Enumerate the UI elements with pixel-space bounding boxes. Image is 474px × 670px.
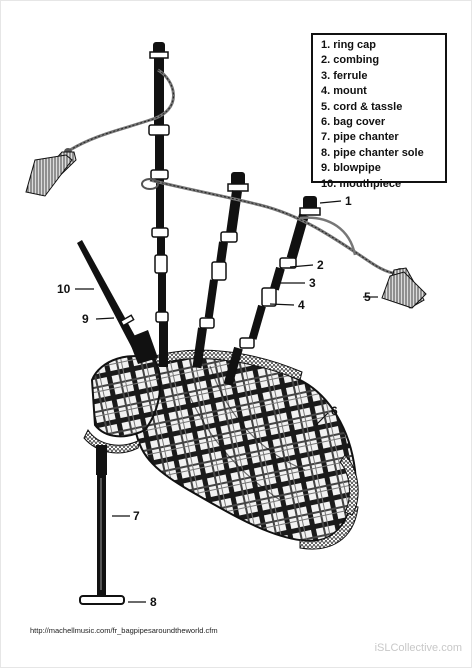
- legend-item-mouthpiece: 10. mouthpiece: [321, 177, 402, 190]
- callout-5-cord-tassle: 5: [364, 290, 371, 304]
- legend-item-cord-tassle: 5. cord & tassle: [321, 100, 403, 113]
- legend-item-mount: 4. mount: [321, 85, 367, 98]
- cord-and-tassels: [25, 68, 427, 309]
- callout-10-mouthpiece: 10: [57, 282, 71, 296]
- legend-item-ring-cap: 1. ring cap: [321, 39, 377, 51]
- callout-leaders: [75, 200, 378, 603]
- tenor-drone-right: [223, 196, 321, 386]
- callout-1-ring-cap: 1: [345, 194, 352, 208]
- legend-item-ferrule: 3. ferrule: [321, 69, 368, 82]
- callout-3-ferrule: 3: [309, 276, 316, 290]
- bag-fringe-end: [339, 454, 359, 516]
- parts-legend: 1. ring cap 2. combing 3. ferrule 4. mou…: [311, 33, 447, 190]
- callout-9-blowpipe: 9: [82, 312, 89, 326]
- bag-fringe-bottom: [299, 504, 359, 550]
- callout-7-pipe-chanter: 7: [133, 509, 140, 523]
- legend-item-blowpipe: 9. blowpipe: [321, 162, 381, 175]
- callout-4-mount: 4: [298, 298, 305, 312]
- legend-item-pipe-chanter-sole: 8. pipe chanter sole: [321, 146, 424, 159]
- bass-drone: [148, 42, 170, 367]
- callout-2-combing: 2: [317, 258, 324, 272]
- source-url: http://machellmusic.com/fr_bagpipesaroun…: [30, 626, 218, 635]
- pipe-chanter: [79, 445, 125, 605]
- callout-8-pipe-chanter-sole: 8: [150, 595, 157, 609]
- watermark: iSLCollective.com: [374, 642, 462, 654]
- tenor-drone-middle: [192, 172, 249, 369]
- bag: [83, 349, 359, 550]
- callout-6-bag-cover: 6: [331, 404, 338, 418]
- legend-item-pipe-chanter: 7. pipe chanter: [321, 131, 399, 144]
- blowpipe: [77, 240, 158, 364]
- legend-item-bag-cover: 6. bag cover: [321, 116, 386, 129]
- bag-neck: [90, 355, 162, 438]
- legend-item-combing: 2. combing: [321, 54, 380, 67]
- bag-cover-fabric: [131, 354, 357, 542]
